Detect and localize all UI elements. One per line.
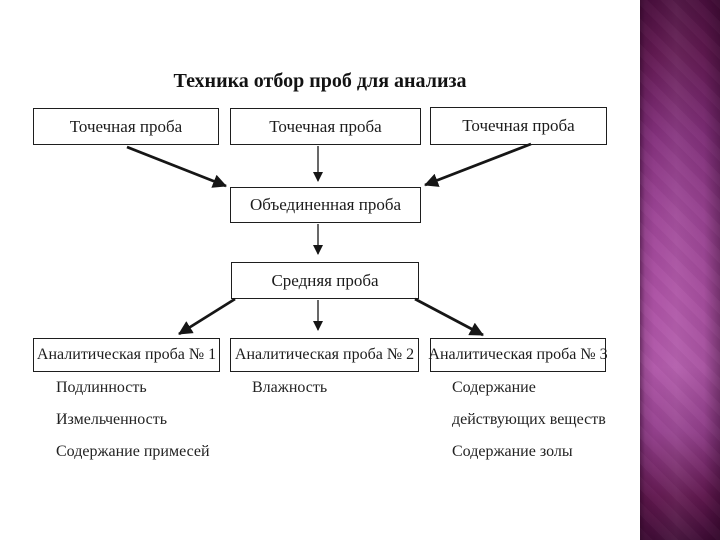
list-item: Подлинность bbox=[56, 379, 147, 396]
analysis-list-1: Подлинность Измельченность Содержание пр… bbox=[56, 372, 210, 468]
node-point-sample-1: Точечная проба bbox=[33, 108, 219, 145]
node-label: Точечная проба bbox=[69, 116, 183, 136]
arrow-point1-to-combined bbox=[126, 145, 227, 188]
node-label: Аналитическая проба № 2 bbox=[234, 346, 415, 363]
arrow-point3-to-combined bbox=[424, 142, 532, 187]
node-analytical-sample-3: Аналитическая проба № 3 bbox=[428, 338, 608, 372]
node-point-sample-3: Точечная проба bbox=[430, 107, 607, 145]
node-label: Объединенная проба bbox=[249, 195, 402, 214]
list-item: Содержание примесей bbox=[56, 443, 210, 460]
node-label: Средняя проба bbox=[271, 270, 379, 290]
node-average-sample: Средняя проба bbox=[231, 262, 419, 299]
node-label: Аналитическая проба № 3 bbox=[428, 346, 608, 363]
node-analytical-sample-1: Аналитическая проба № 1 bbox=[33, 338, 220, 372]
accent-strip bbox=[640, 0, 720, 540]
diagram-canvas: Техника отбор проб для анализа Точечная … bbox=[33, 70, 626, 468]
analysis-list-2: Влажность bbox=[252, 372, 327, 404]
node-point-sample-2: Точечная проба bbox=[230, 108, 421, 145]
node-label: Аналитическая проба № 1 bbox=[36, 346, 217, 363]
list-item: Измельченность bbox=[56, 411, 167, 428]
node-combined-sample: Объединенная проба bbox=[230, 187, 421, 223]
analysis-list-3: Содержание действующих веществ Содержани… bbox=[452, 372, 626, 468]
node-analytical-sample-2: Аналитическая проба № 2 bbox=[230, 338, 419, 372]
list-item: Влажность bbox=[252, 379, 328, 396]
diagram-title: Техника отбор проб для анализа bbox=[173, 70, 467, 92]
arrow-average-to-analytical3 bbox=[414, 297, 484, 337]
node-label: Точечная проба bbox=[462, 116, 575, 135]
node-label: Точечная проба bbox=[269, 116, 382, 136]
list-item: Содержание действующих веществ bbox=[452, 379, 606, 428]
arrow-average-to-analytical1 bbox=[178, 297, 236, 336]
list-item: Содержание золы bbox=[452, 443, 573, 460]
